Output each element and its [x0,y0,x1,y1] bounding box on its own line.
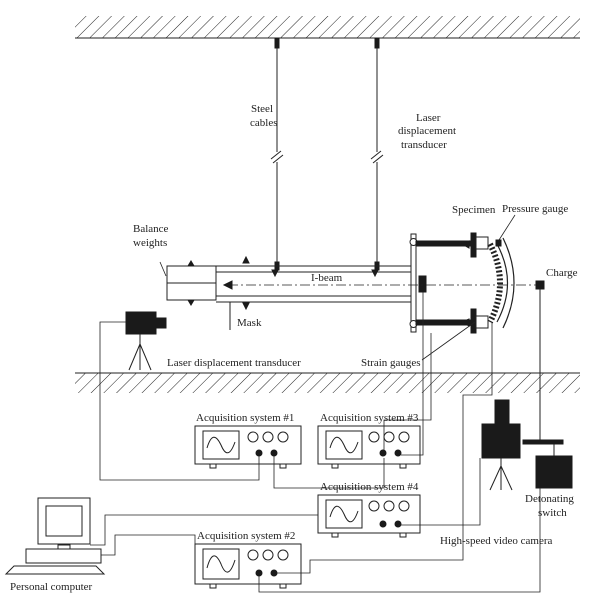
i-beam [216,265,411,303]
label-acq-1: Acquisition system #1 [196,412,294,424]
acquisition-system-4 [317,494,421,538]
specimen [487,237,515,329]
acquisition-system-3 [317,425,421,469]
charge [535,280,545,440]
floor [75,372,580,393]
label-acq-3: Acquisition system #3 [320,412,419,424]
label-balance-weights-2: weights [133,237,167,249]
label-laser-top-2: displacement [398,125,456,137]
label-personal-computer: Personal computer [10,581,93,593]
cable-wiring [90,292,541,593]
steel-cable-right [370,37,384,271]
laser-beam-line [222,280,540,290]
label-steel-cables-2: cables [250,117,277,129]
acquisition-system-2 [194,543,302,589]
label-strain-gauges: Strain gauges [361,357,421,369]
label-laser-bottom: Laser displacement transducer [167,357,301,369]
label-mask: Mask [237,317,262,329]
label-i-beam: I-beam [311,272,343,284]
acquisition-system-1 [194,425,302,469]
laser-transducer-tripod [125,311,167,371]
label-charge: Charge [546,267,578,279]
label-specimen: Specimen [452,204,496,216]
label-detonating-switch-2: switch [538,507,567,519]
label-acq-2: Acquisition system #2 [197,530,295,542]
label-high-speed-camera: High-speed video camera [440,535,553,547]
balance-weights [159,255,250,311]
label-balance-weights-1: Balance [133,223,169,235]
label-detonating-switch-1: Detonating [525,493,574,505]
personal-computer [4,497,106,575]
label-laser-top-1: Laser [416,112,441,124]
steel-cable-left [270,37,284,271]
specimen-fixture [415,232,489,334]
label-steel-cables-1: Steel [251,103,273,115]
pressure-gauge-marker [495,214,516,247]
label-acq-4: Acquisition system #4 [320,481,419,493]
label-laser-top-3: transducer [401,139,447,151]
detonating-switch [522,439,573,489]
end-plate [409,233,427,333]
ceiling [75,16,580,39]
label-pressure-gauge: Pressure gauge [502,203,568,215]
high-speed-camera [481,399,521,491]
